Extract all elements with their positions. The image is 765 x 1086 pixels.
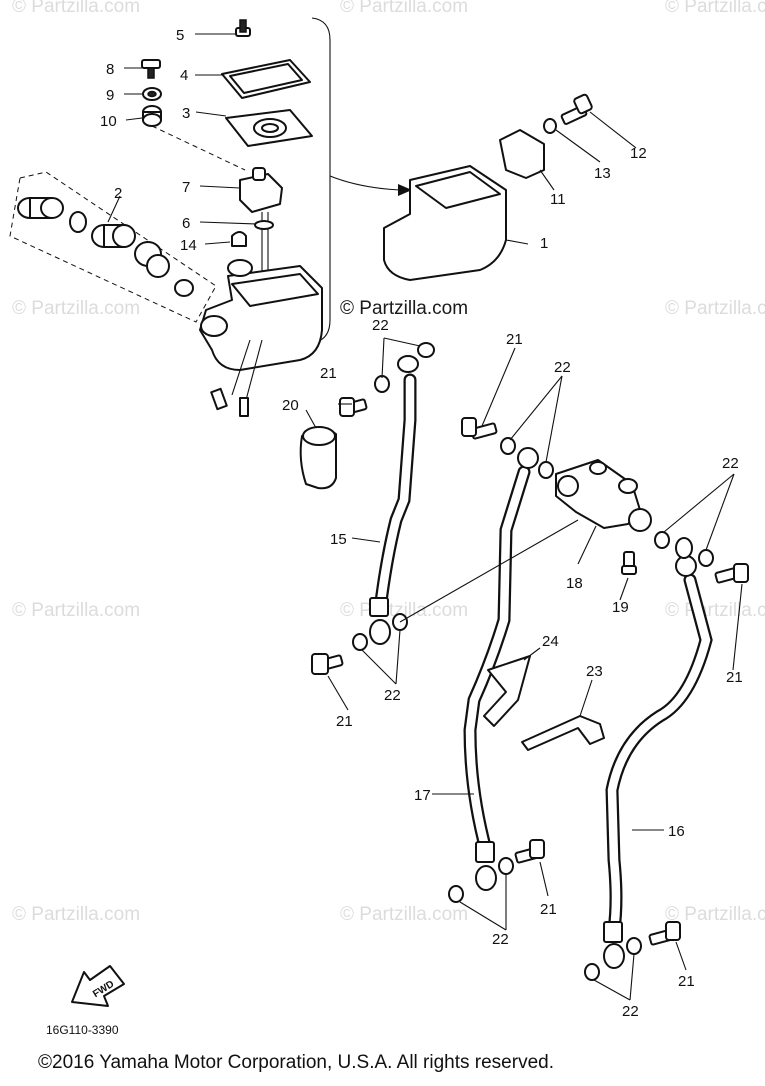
watermark: © Partzilla.com — [340, 904, 468, 925]
diagram-code: 16G110-3390 — [46, 1023, 119, 1037]
leader-lines — [327, 337, 743, 1001]
callout-1: 1 — [540, 235, 548, 252]
callout-14: 14 — [180, 237, 197, 254]
callout-21: 21 — [320, 365, 337, 382]
screw-part-5 — [195, 19, 251, 37]
callout-2: 2 — [114, 185, 122, 202]
callout-3: 3 — [182, 105, 190, 122]
callout-10: 10 — [100, 113, 117, 130]
callout-22: 22 — [554, 359, 571, 376]
callout-8: 8 — [106, 61, 114, 78]
union-bolt-part-21 — [648, 921, 681, 946]
o-ring-part-6 — [199, 220, 274, 230]
boot-part-14 — [204, 231, 247, 247]
watermark: © Partzilla.com — [340, 0, 468, 17]
copyright-notice: ©2016 Yamaha Motor Corporation, U.S.A. A… — [38, 1052, 554, 1073]
nut-part-10 — [125, 105, 162, 127]
group-arrow — [329, 175, 401, 191]
watermark-layer: © Partzilla.com © Partzilla.com © Partzi… — [12, 0, 765, 925]
brake-hose-part-17 — [432, 447, 539, 891]
gaskets-part-22 — [352, 342, 714, 981]
callout-22: 22 — [384, 687, 401, 704]
callout-11: 11 — [550, 191, 566, 208]
callout-21: 21 — [678, 973, 695, 990]
callout-7: 7 — [182, 179, 190, 196]
leader-line — [399, 519, 579, 623]
group-bracket — [311, 17, 331, 343]
watermark: © Partzilla.com — [665, 298, 765, 319]
bolt-part-19 — [621, 551, 637, 575]
callout-13: 13 — [594, 165, 611, 182]
callout-17: 17 — [414, 787, 431, 804]
dash-leader — [151, 125, 246, 171]
union-bolt-part-21 — [514, 839, 545, 864]
callout-23: 23 — [586, 663, 603, 680]
callouts: 5 4 8 9 10 3 2 7 6 14 12 13 11 1 22 21 2… — [100, 27, 743, 1020]
callout-21: 21 — [540, 901, 557, 918]
master-cylinder-body — [199, 259, 323, 417]
brake-hose-part-16 — [603, 555, 713, 969]
brake-hose-part-15 — [351, 355, 419, 645]
callout-21: 21 — [726, 669, 743, 686]
callout-16: 16 — [668, 823, 685, 840]
callout-19: 19 — [612, 599, 629, 616]
bracket-part-24 — [483, 647, 541, 727]
union-bolt-part-21 — [339, 397, 368, 417]
callout-22: 22 — [372, 317, 389, 334]
washer-part-9 — [124, 87, 162, 101]
reservoir-cap-part-4 — [195, 59, 311, 99]
callout-15: 15 — [330, 531, 347, 548]
callout-22: 22 — [492, 931, 509, 948]
watermark: © Partzilla.com — [12, 298, 140, 319]
washer-part-13 — [543, 118, 601, 163]
callout-22: 22 — [622, 1003, 639, 1020]
brake-joint-part-18 — [555, 459, 652, 565]
diaphragm-part-3 — [195, 109, 313, 147]
union-bolt-part-21 — [311, 653, 344, 675]
watermark: © Partzilla.com — [665, 600, 765, 621]
callout-6: 6 — [182, 215, 190, 232]
arrow-head-icon — [398, 184, 412, 196]
callout-21: 21 — [336, 713, 353, 730]
lever-cover-part-1 — [383, 165, 529, 281]
watermark-main: © Partzilla.com — [340, 298, 468, 319]
callout-22: 22 — [722, 455, 739, 472]
holder-part-11 — [499, 129, 555, 191]
callout-24: 24 — [542, 633, 559, 650]
callout-18: 18 — [566, 575, 583, 592]
boot-part-20 — [299, 409, 337, 490]
bracket-part-23 — [521, 679, 605, 751]
fwd-arrow-icon: FWD — [71, 965, 125, 1007]
bolt-part-8 — [124, 59, 161, 79]
callout-5: 5 — [176, 27, 184, 44]
piston-kit-part-2 — [9, 171, 217, 323]
watermark: © Partzilla.com — [12, 0, 140, 17]
watermark: © Partzilla.com — [665, 904, 765, 925]
union-bolt-part-21 — [461, 417, 498, 440]
union-bolt-part-21 — [714, 563, 749, 584]
callout-9: 9 — [106, 87, 114, 104]
bolt-part-12 — [560, 93, 637, 149]
callout-21: 21 — [506, 331, 523, 348]
callout-12: 12 — [630, 145, 647, 162]
callout-4: 4 — [180, 67, 188, 84]
callout-20: 20 — [282, 397, 299, 414]
watermark: © Partzilla.com — [665, 0, 765, 17]
watermark: © Partzilla.com — [12, 600, 140, 621]
watermark: © Partzilla.com — [12, 904, 140, 925]
